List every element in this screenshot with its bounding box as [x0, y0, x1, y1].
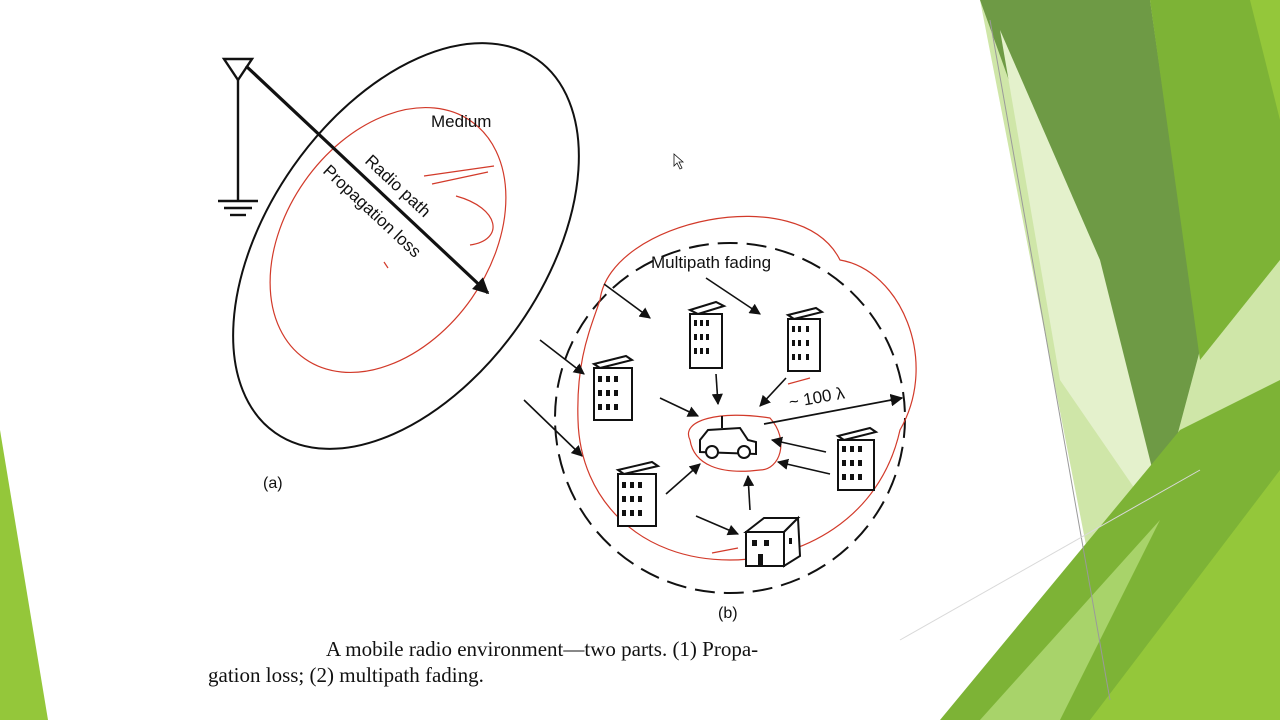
theme-decoration-right [899, 0, 1280, 720]
distance-arrow [763, 393, 904, 425]
antenna-icon [218, 57, 258, 217]
building-icon [615, 460, 661, 527]
multipath-arrows [523, 277, 831, 536]
panel-label-b: (b) [718, 605, 738, 622]
car-icon [699, 416, 757, 459]
multipath-boundary [554, 242, 906, 594]
distance-label: ~ 100 λ [787, 383, 846, 412]
building-icon [687, 300, 727, 369]
house-icon [743, 515, 802, 568]
caption-line-1: A mobile radio environment—two parts. (1… [326, 637, 759, 661]
medium-label: Medium [431, 112, 491, 131]
figure-caption: A mobile radio environment—two parts. (1… [208, 636, 908, 688]
theme-decoration-left [0, 430, 48, 720]
diagram-part-a: Medium Radio path Propagation loss (a) [218, 42, 580, 492]
building-icon [835, 426, 879, 491]
mouse-cursor-icon [673, 153, 685, 170]
medium-ellipse [232, 42, 580, 450]
building-icon [591, 354, 635, 421]
caption-line-2: gation loss; (2) multipath fading. [208, 663, 484, 687]
building-icon [785, 306, 825, 372]
panel-label-a: (a) [263, 475, 283, 492]
propagation-loss-label: Propagation loss [319, 161, 425, 261]
diagram-part-b: Multipath fading ~ 100 λ (b) [523, 215, 917, 622]
multipath-fading-label: Multipath fading [651, 253, 771, 272]
radio-path-arrow [244, 64, 490, 295]
annotation-scribbles-a [269, 106, 507, 374]
